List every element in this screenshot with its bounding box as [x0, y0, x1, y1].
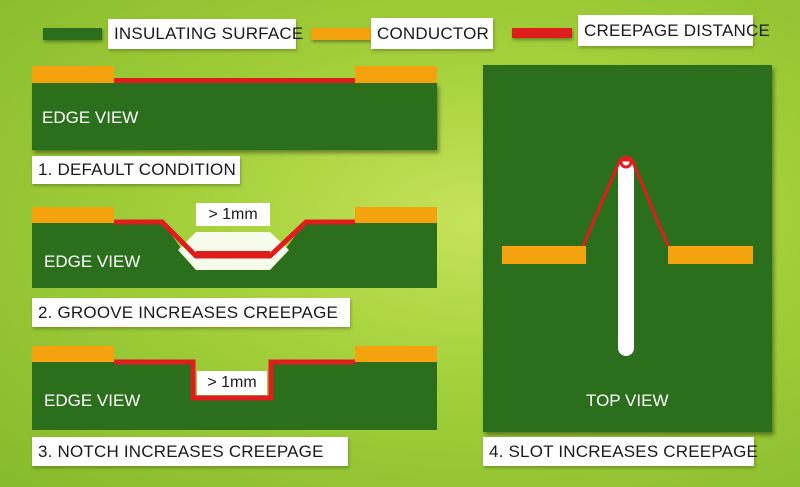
notch-left-conductor: [32, 346, 114, 362]
groove-creepage-path: [114, 219, 355, 259]
slot-left-conductor: [502, 246, 586, 264]
legend-creepage-distance-label: CREEPAGE DISTANCE: [578, 15, 770, 46]
legend-conductor-label: CONDUCTOR: [371, 18, 493, 49]
notch-creepage-path: [114, 359, 355, 401]
legend-insulating-surface-label: INSULATING SURFACE: [108, 19, 303, 49]
notch-right-conductor: [355, 346, 437, 362]
slot-caption: 4. SLOT INCREASES CREEPAGE: [483, 437, 758, 466]
notch-caption: 3. NOTCH INCREASES CREEPAGE: [32, 437, 348, 466]
slot-view-label: TOP VIEW: [586, 391, 669, 410]
default-view-label: EDGE VIEW: [42, 108, 139, 127]
default-creepage-path: [114, 78, 355, 83]
groove-dimension-label: > 1mm: [196, 203, 270, 226]
groove-right-conductor: [355, 207, 437, 223]
creepage-distance-swatch: [512, 28, 572, 38]
notch-dimension-label: > 1mm: [197, 371, 267, 395]
groove-view-label: EDGE VIEW: [44, 252, 141, 271]
groove-insulating-board: [32, 221, 437, 288]
default-right-conductor: [355, 66, 437, 83]
default-caption: 1. DEFAULT CONDITION: [32, 156, 240, 184]
conductor-swatch: [311, 28, 371, 40]
notch-view-label: EDGE VIEW: [44, 391, 141, 410]
slot-cutout: [618, 156, 634, 356]
groove-left-conductor: [32, 207, 114, 223]
slot-right-conductor: [668, 246, 753, 264]
slot-top-radius: [619, 155, 633, 169]
default-insulating-board: [32, 83, 437, 150]
slot-creepage-path: [581, 158, 670, 247]
groove-caption: 2. GROOVE INCREASES CREEPAGE: [32, 298, 350, 327]
insulating-surface-swatch: [43, 28, 102, 40]
default-left-conductor: [32, 66, 114, 83]
notch-insulating-board: [32, 362, 437, 430]
